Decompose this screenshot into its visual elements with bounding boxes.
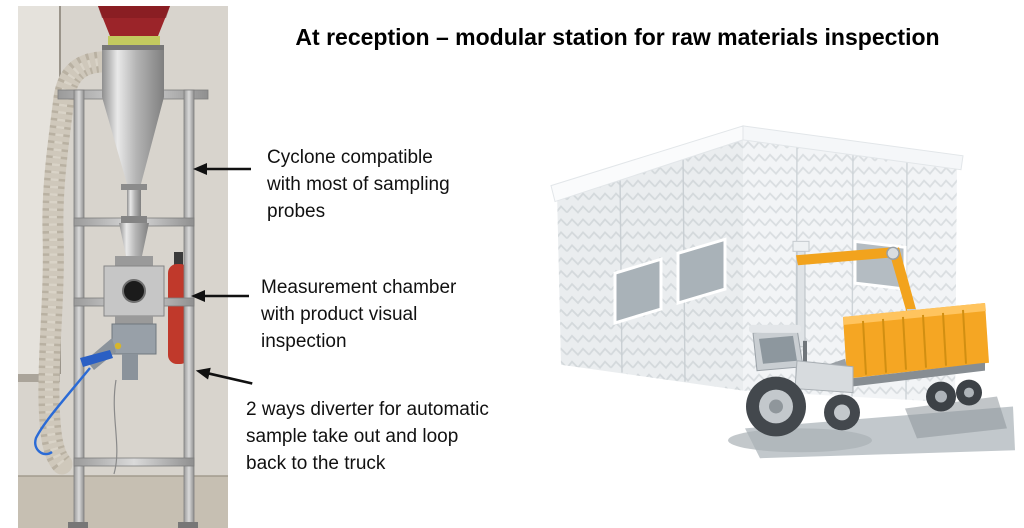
annotation-line: probes [267, 201, 326, 222]
cyclone-station-photo [18, 6, 228, 528]
frame-foot [68, 522, 88, 528]
annotation-diverter: 2 ways diverter for automatic sample tak… [246, 396, 489, 477]
roof-edge [742, 125, 964, 171]
frame-foot [178, 522, 198, 528]
annotation-arrow-chamber [191, 290, 249, 302]
two-way-diverter [80, 323, 157, 380]
annotation-line: Measurement chamber [261, 277, 457, 298]
annotation-line: inspection [261, 331, 347, 352]
sampling-arm [792, 240, 917, 348]
annotation-cyclone: Cyclone compatible with most of sampling… [267, 144, 450, 225]
annotation-line: 2 ways diverter for automatic [246, 399, 489, 420]
ground-shadow [728, 396, 1015, 459]
slide-title: At reception – modular station for raw m… [295, 24, 940, 51]
cables [34, 367, 118, 475]
annotation-line: with most of sampling [267, 174, 450, 195]
tractor [746, 324, 860, 437]
annotation-line: with product visual [261, 304, 418, 325]
measurement-chamber [103, 256, 165, 324]
annotation-chamber: Measurement chamber with product visual … [261, 274, 456, 355]
annotation-line: Cyclone compatible [267, 147, 433, 168]
modular-station-render [545, 112, 1015, 505]
modular-station-illustration [550, 125, 1015, 459]
cyclone [98, 6, 170, 256]
cab-window [759, 335, 797, 364]
annotation-arrow-diverter [195, 367, 253, 385]
annotation-line: sample take out and loop [246, 426, 459, 447]
cyclone-station-illustration [18, 6, 228, 528]
annotation-arrow-cyclone [193, 163, 251, 175]
annotation-line: back to the truck [246, 453, 386, 474]
hood [794, 360, 854, 394]
exhaust-pipe [803, 340, 807, 363]
